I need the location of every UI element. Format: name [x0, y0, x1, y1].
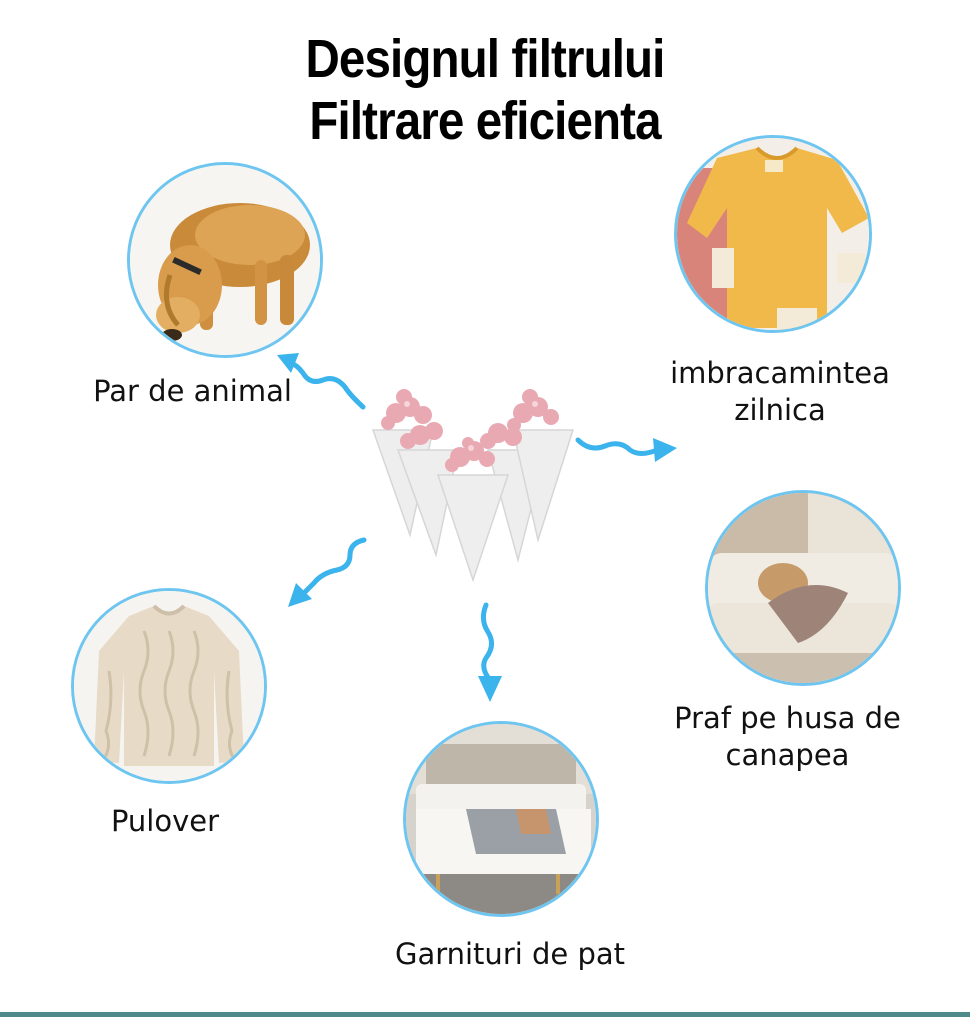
sofa-image: [705, 490, 901, 686]
arrow-to-bedding: [470, 600, 510, 705]
bottom-divider: [0, 1012, 970, 1017]
arrow-to-pet-hair: [275, 345, 370, 415]
filter-cones-illustration: [368, 385, 578, 585]
bed-image: [403, 721, 599, 917]
arrow-to-daily-clothes: [575, 432, 680, 472]
page-title: Designul filtrului Filtrare eficienta: [58, 28, 912, 152]
label-sweater: Pulover: [110, 804, 220, 838]
label-sofa-dust: Praf pe husa de canapea: [674, 701, 901, 772]
label-bedding: Garnituri de pat: [394, 937, 626, 971]
clothes-image: [674, 135, 872, 333]
label-pet-hair: Par de animal: [93, 374, 292, 408]
dog-image: [127, 162, 323, 358]
sweater-image: [71, 588, 267, 784]
title-line-1: Designul filtrului: [305, 29, 665, 89]
arrow-to-sweater: [282, 535, 372, 610]
title-line-2: Filtrare eficienta: [309, 91, 661, 151]
label-daily-clothes: imbracamintea zilnica: [670, 356, 890, 427]
